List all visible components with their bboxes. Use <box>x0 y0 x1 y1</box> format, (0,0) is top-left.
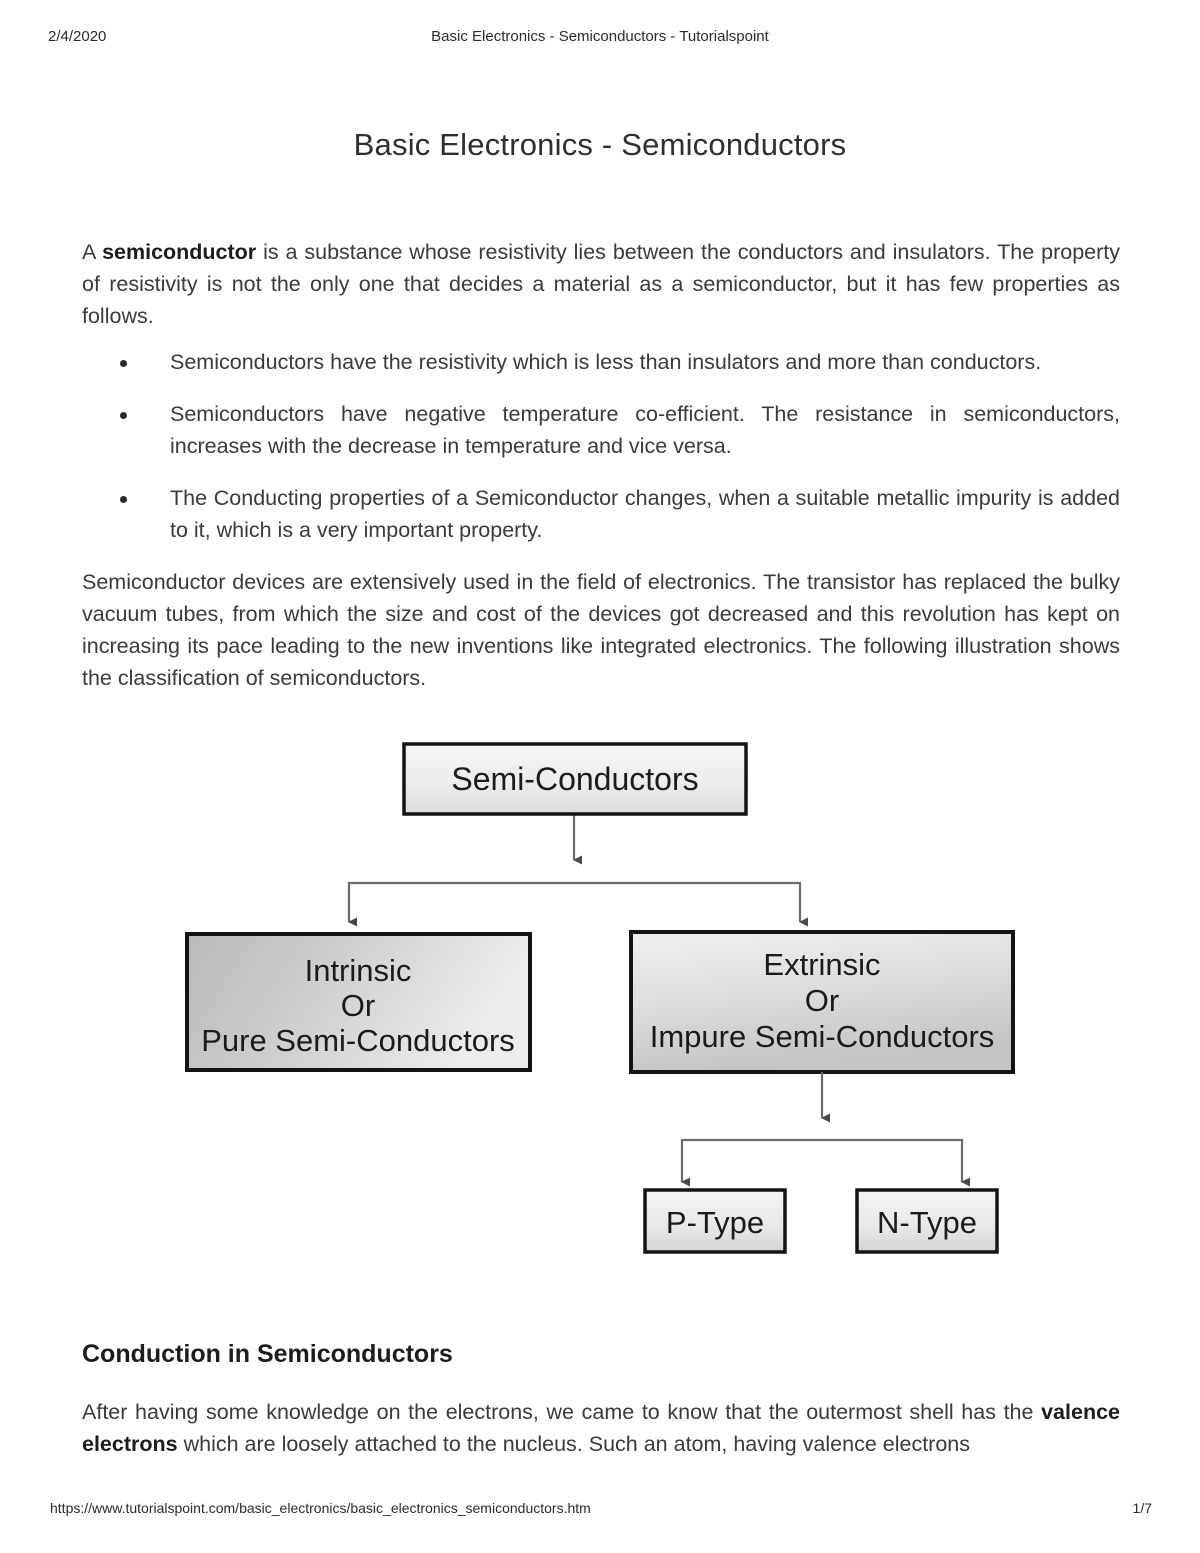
diagram-node-intrinsic: Intrinsic Or Pure Semi-Conductors <box>185 932 532 1072</box>
diagram-node-semi-conductors: Semi-Conductors <box>402 742 748 816</box>
section-heading-conduction: Conduction in Semiconductors <box>82 1340 453 1368</box>
diagram-node-label: N-Type <box>877 1205 977 1240</box>
tail-bold-term: valence electrons <box>82 1400 1120 1456</box>
intro-rest: is a substance whose resistivity lies be… <box>82 240 1120 328</box>
diagram-node-n-type: N-Type <box>855 1188 999 1254</box>
intro-prefix: A <box>82 240 103 264</box>
list-item: Semiconductors have negative temperature… <box>82 398 1120 462</box>
intro-bold-term: semiconductor <box>102 240 257 264</box>
connector-root-to-branch <box>347 813 808 927</box>
diagram-node-label-line1: Extrinsic <box>763 947 880 982</box>
diagram-node-label-line3: Pure Semi-Conductors <box>201 1023 515 1058</box>
header-document-title: Basic Electronics - Semiconductors - Tut… <box>431 28 769 45</box>
conduction-paragraph: After having some knowledge on the elect… <box>82 1396 1120 1460</box>
diagram-node-label-line3: Impure Semi-Conductors <box>650 1019 995 1054</box>
footer-page-number: 1/7 <box>1132 1500 1152 1516</box>
diagram-node-label-line1: Intrinsic <box>305 953 412 988</box>
list-item: The Conducting properties of a Semicondu… <box>82 482 1120 546</box>
connector-extrinsic-to-types <box>680 1072 970 1187</box>
diagram-node-p-type: P-Type <box>643 1188 787 1254</box>
devices-paragraph: Semiconductor devices are extensively us… <box>82 570 1120 690</box>
conduction-paragraph-wrapper: After having some knowledge on the elect… <box>82 1396 1120 1468</box>
header-date: 2/4/2020 <box>48 28 107 45</box>
footer-source-url: https://www.tutorialspoint.com/basic_ele… <box>50 1500 591 1516</box>
diagram-node-extrinsic: Extrinsic Or Impure Semi-Conductors <box>629 930 1015 1074</box>
page-title: Basic Electronics - Semiconductors <box>353 126 847 162</box>
diagram-node-label: P-Type <box>666 1205 764 1240</box>
article-body: A semiconductor is a substance whose res… <box>82 236 1120 702</box>
page-footer: https://www.tutorialspoint.com/basic_ele… <box>0 1500 1200 1522</box>
diagram-node-label-line2: Or <box>805 983 839 1018</box>
semiconductor-classification-diagram: Semi-Conductors Intrinsic Or Pure Semi-C… <box>0 700 1200 1300</box>
property-bullet-list: Semiconductors have the resistivity whic… <box>82 346 1120 546</box>
list-item: Semiconductors have the resistivity whic… <box>82 346 1120 378</box>
diagram-node-label: Semi-Conductors <box>451 761 698 797</box>
tail-rest: which are loosely attached to the nucleu… <box>177 1432 971 1456</box>
diagram-node-label-line2: Or <box>341 988 375 1023</box>
tail-prefix: After having some knowledge on the elect… <box>82 1400 1042 1424</box>
intro-paragraph: A semiconductor is a substance whose res… <box>82 236 1120 332</box>
page-header: 2/4/2020 Basic Electronics - Semiconduct… <box>0 28 1200 50</box>
